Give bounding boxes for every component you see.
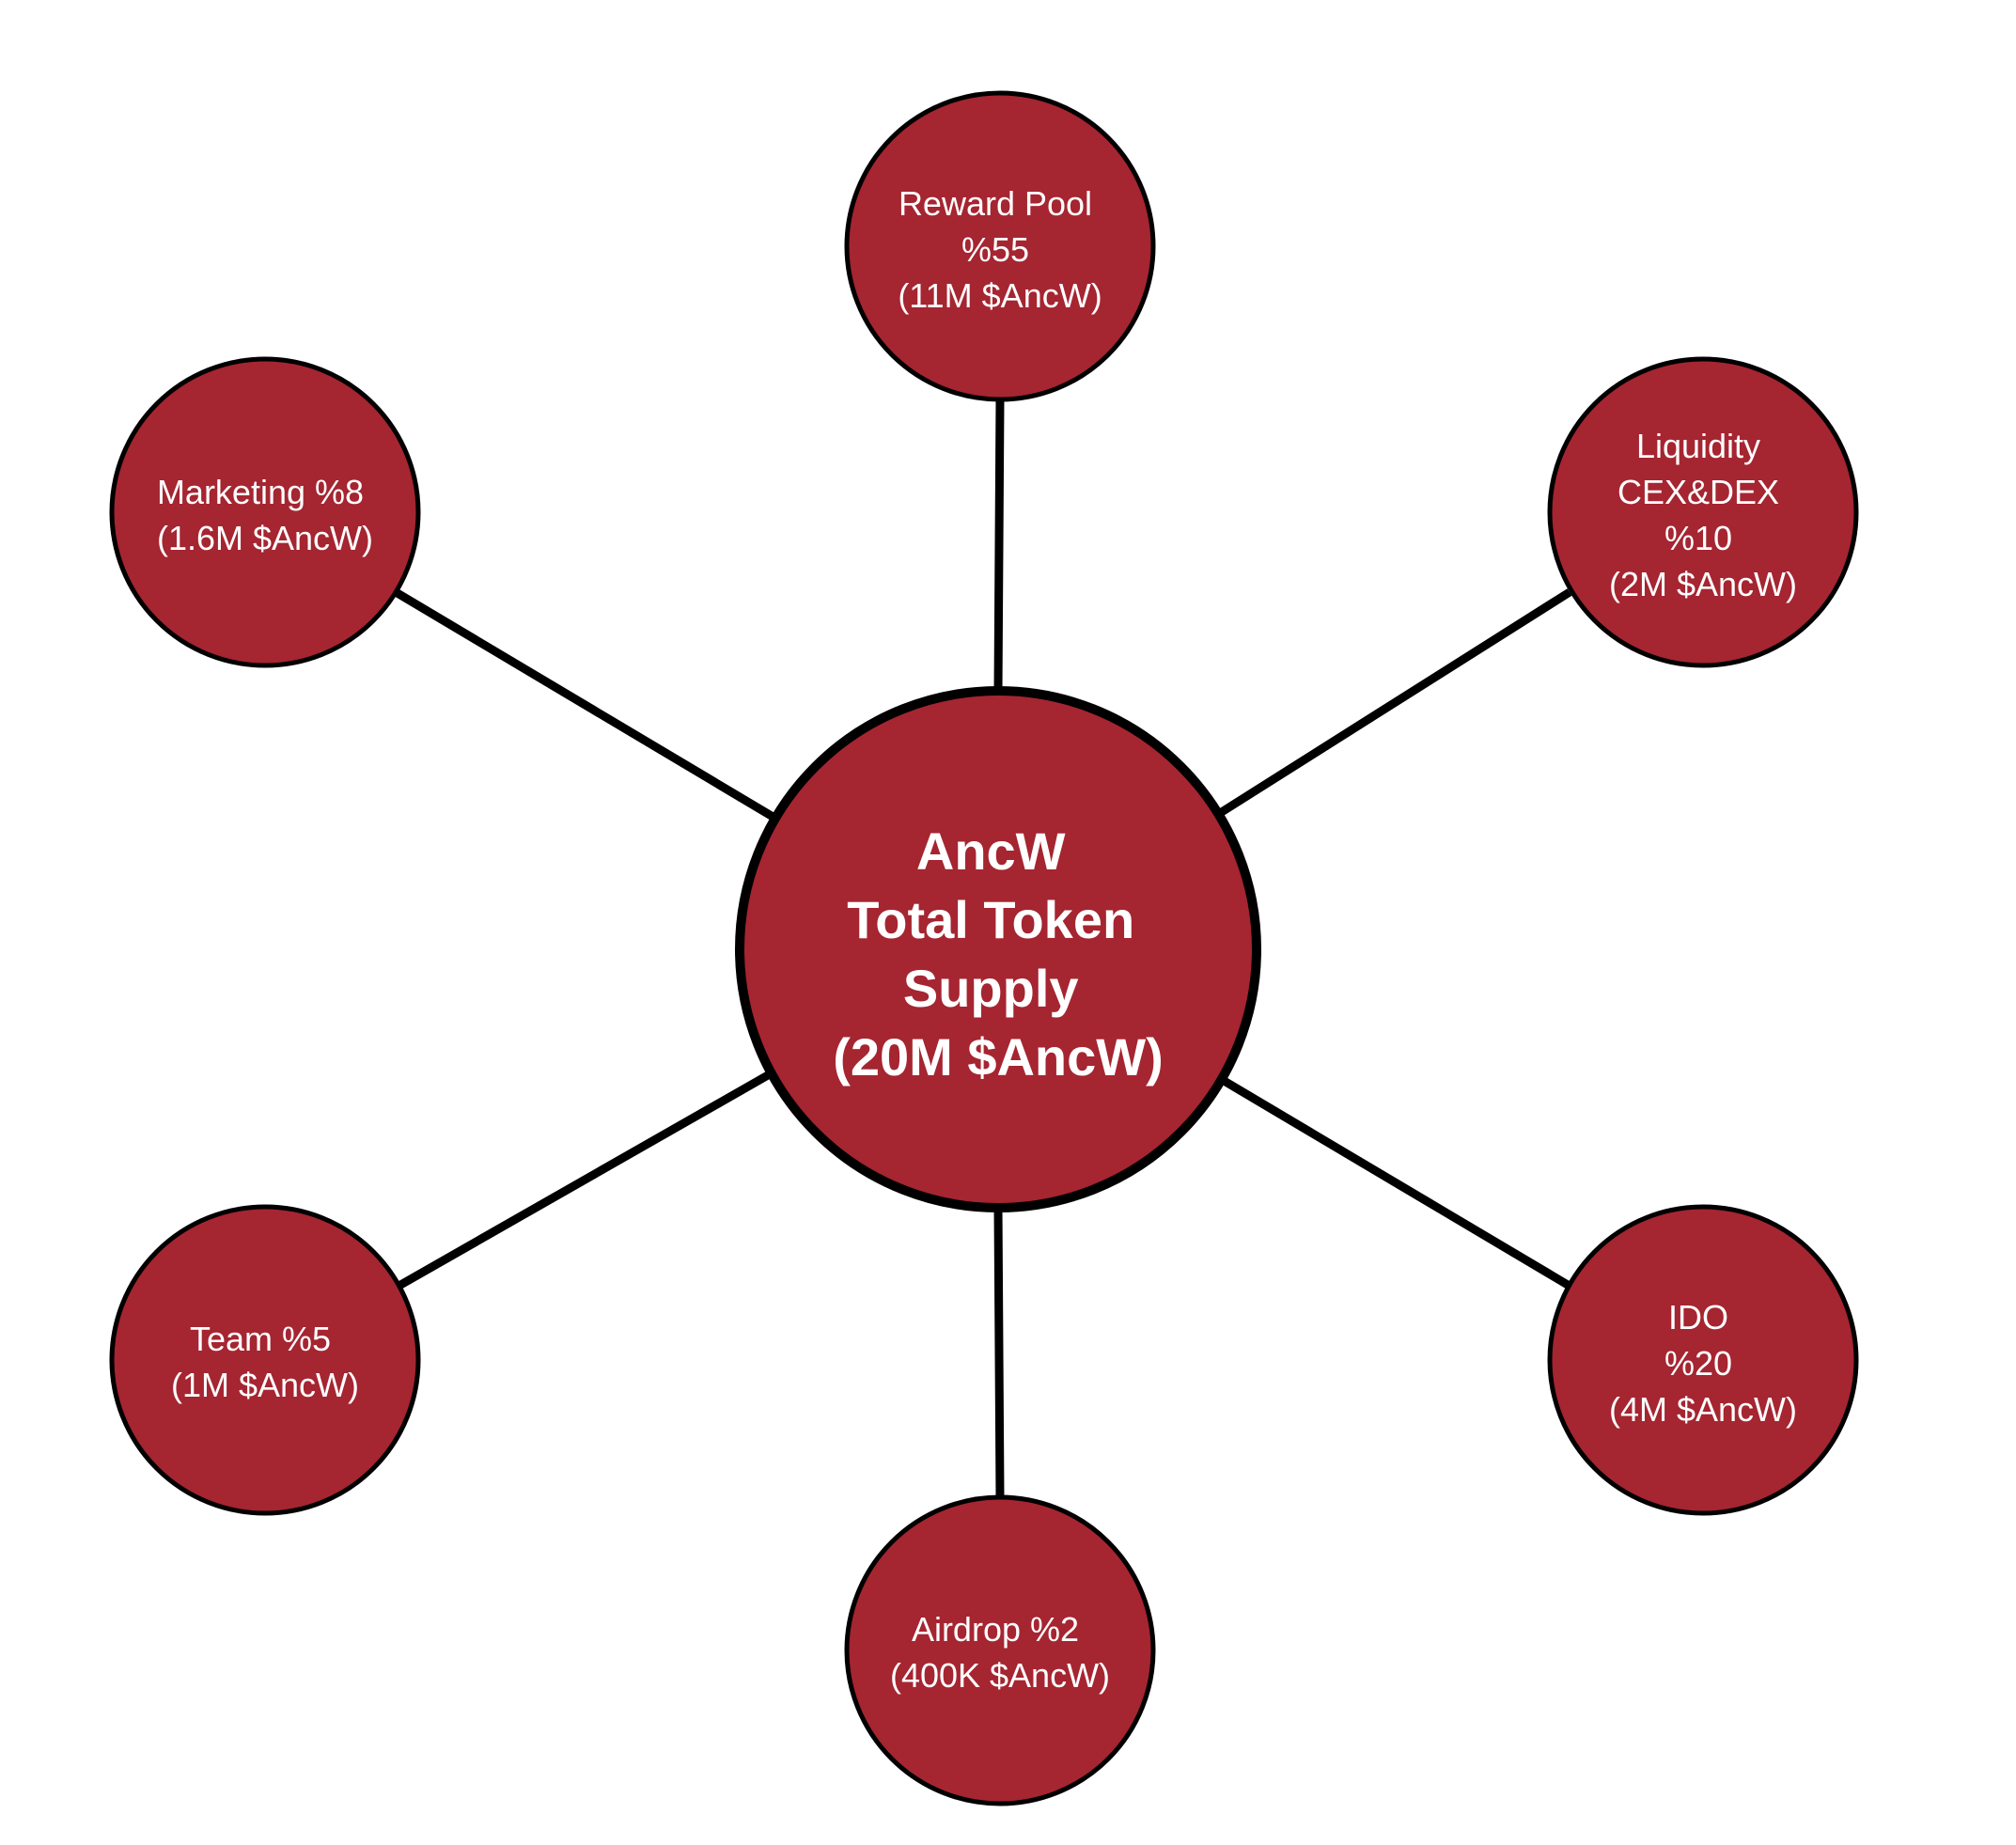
node-liquidity-circle	[1547, 356, 1859, 668]
connector-airdrop	[993, 1207, 1005, 1498]
connectors	[393, 399, 1575, 1498]
node-reward-pool-line-1: Reward Pool	[899, 184, 1092, 223]
node-liquidity-line-3: %10	[1664, 519, 1732, 557]
node-airdrop: Airdrop %2 (400K $AncW)	[844, 1494, 1156, 1806]
node-liquidity-line-2: CEX&DEX	[1617, 473, 1779, 511]
svg-text:Airdrop %2 (400K $AncW): Airdrop %2 (400K $AncW)	[890, 1610, 1110, 1695]
center-line-3: Supply	[903, 959, 1079, 1018]
node-team: Team %5 (1M $AncW)	[109, 1204, 421, 1516]
node-airdrop-line-1: Airdrop %2	[912, 1610, 1079, 1649]
node-team-line-2: (1M $AncW)	[171, 1366, 359, 1404]
svg-text:Reward Pool %55 (1: Reward Pool %55 (11M $AncW)	[898, 184, 1102, 315]
node-ido: IDO %20 (4M $AncW)	[1547, 1204, 1859, 1516]
center-line-1: AncW	[916, 821, 1066, 881]
node-ido-line-1: IDO	[1668, 1298, 1728, 1337]
node-marketing: Marketing %8 (1.6M $AncW)	[109, 356, 421, 668]
node-team-line-1: Team %5	[190, 1320, 331, 1358]
node-ido-line-3: (4M $AncW)	[1609, 1390, 1797, 1429]
node-reward-pool-line-2: %55	[961, 230, 1029, 269]
center-line-4: (20M $AncW)	[833, 1027, 1164, 1087]
connector-reward-pool	[993, 399, 1005, 692]
center-line-2: Total Token	[847, 890, 1134, 949]
node-marketing-line-2: (1.6M $AncW)	[157, 519, 373, 557]
svg-text:AncW Total Token S: AncW Total Token Supply (20M $AncW)	[833, 821, 1164, 1087]
node-airdrop-line-2: (400K $AncW)	[890, 1656, 1110, 1695]
node-liquidity-line-1: Liquidity	[1636, 427, 1760, 465]
node-reward-pool-line-3: (11M $AncW)	[898, 276, 1102, 315]
connector-ido	[1218, 1075, 1575, 1291]
node-team-circle	[109, 1204, 421, 1516]
node-marketing-line-1: Marketing %8	[157, 473, 364, 511]
node-ido-line-2: %20	[1664, 1344, 1732, 1383]
connector-marketing	[393, 588, 777, 821]
svg-text:IDO %20 (4M $AncW): IDO %20 (4M $AncW)	[1609, 1298, 1797, 1429]
node-ido-circle	[1547, 1204, 1859, 1516]
connector-team	[393, 1071, 771, 1291]
svg-text:Marketing %8 (1.6M $AncW: Marketing %8 (1.6M $AncW)	[157, 473, 373, 557]
node-reward-pool: Reward Pool %55 (11M $AncW)	[844, 90, 1156, 402]
node-airdrop-circle	[844, 1494, 1156, 1806]
node-reward-pool-circle	[844, 90, 1156, 402]
svg-text:Liquidity CEX&DEX: Liquidity CEX&DEX %10 (2M $AncW)	[1609, 427, 1797, 603]
center-node-circle	[735, 686, 1261, 1212]
node-marketing-circle	[109, 356, 421, 668]
connector-liquidity	[1214, 588, 1572, 819]
node-liquidity: Liquidity CEX&DEX %10 (2M $AncW)	[1547, 356, 1859, 668]
center-node: AncW Total Token Supply (20M $AncW)	[735, 686, 1261, 1212]
node-liquidity-line-4: (2M $AncW)	[1609, 565, 1797, 603]
svg-text:Team %5 (1M $AncW): Team %5 (1M $AncW)	[171, 1320, 359, 1404]
